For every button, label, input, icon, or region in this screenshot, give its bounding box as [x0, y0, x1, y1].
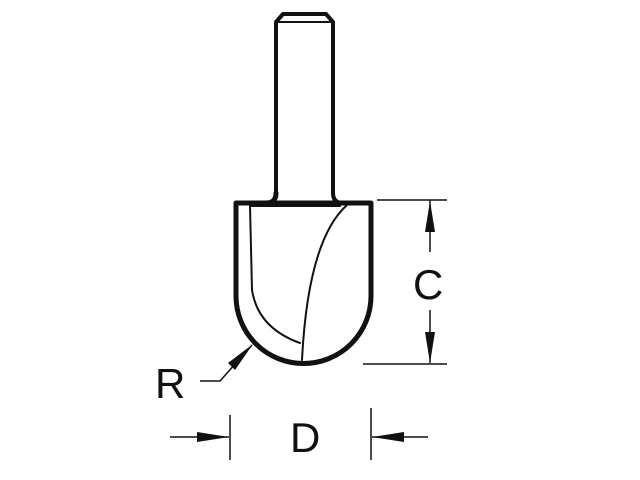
arrow-left-icon: [372, 432, 404, 442]
arrow-down-icon: [425, 332, 435, 363]
cutting-edge-line: [249, 205, 301, 344]
dimension-d: [170, 408, 428, 460]
r-leader-line: [200, 344, 253, 382]
dimension-c: [363, 199, 447, 365]
arrow-diagonal-icon: [228, 344, 253, 370]
label-d: D: [290, 414, 320, 461]
arrow-up-icon: [425, 201, 435, 232]
label-r: R: [155, 360, 185, 407]
dimension-r: [200, 344, 253, 382]
bit-body-outline: [233, 190, 374, 366]
flute-curve: [301, 204, 348, 361]
label-c: C: [413, 261, 443, 308]
bit-shank: [274, 12, 345, 205]
arrow-right-icon: [197, 432, 229, 442]
